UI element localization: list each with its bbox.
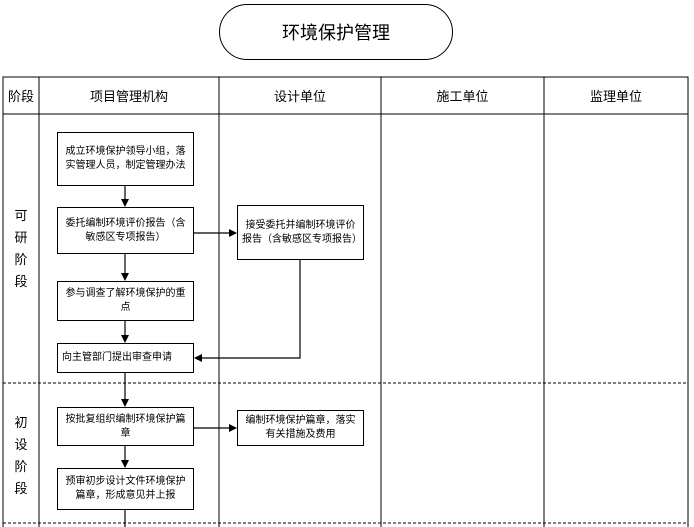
step-establish-leadership-group: 成立环境保护领导小组，落实管理人员，制定管理办法 xyxy=(57,132,194,186)
design-prepare-env-report: 接受委托并编制环境评价报告（含敏感区专项报告） xyxy=(237,205,364,260)
step-submit-review-application: 向主管部门提出审查申请 xyxy=(57,343,194,373)
header-supervision-unit: 监理单位 xyxy=(589,90,642,105)
diagram-title-text: 环境保护管理 xyxy=(282,23,390,44)
stage-preliminary-label: 初设阶段 xyxy=(14,416,28,497)
stage-feasibility: 可研阶段 xyxy=(3,205,39,295)
diagram-title: 环境保护管理 xyxy=(219,4,453,60)
design-compile-env-chapter: 编制环境保护篇章，落实有关措施及费用 xyxy=(237,410,364,446)
table-frame xyxy=(2,76,689,527)
header-stage: 阶段 xyxy=(7,90,34,105)
step-commission-env-report: 委托编制环境评价报告（含敏感区专项报告） xyxy=(57,207,194,254)
arrow-d1-b4 xyxy=(194,260,301,362)
stage-feasibility-label: 可研阶段 xyxy=(14,209,28,290)
header-project-management: 项目管理机构 xyxy=(89,90,168,105)
step-pre-review-design-docs: 预审初步设计文件环境保护篇章，形成意见并上报 xyxy=(57,468,194,510)
header-design-unit: 设计单位 xyxy=(273,90,326,105)
step-organize-env-chapter: 按批复组织编制环境保护篇章 xyxy=(57,407,194,446)
stage-preliminary: 初设阶段 xyxy=(3,412,39,502)
step-investigate-key-points: 参与调查了解环境保护的重点 xyxy=(57,281,194,321)
header-construction-unit: 施工单位 xyxy=(436,90,489,105)
